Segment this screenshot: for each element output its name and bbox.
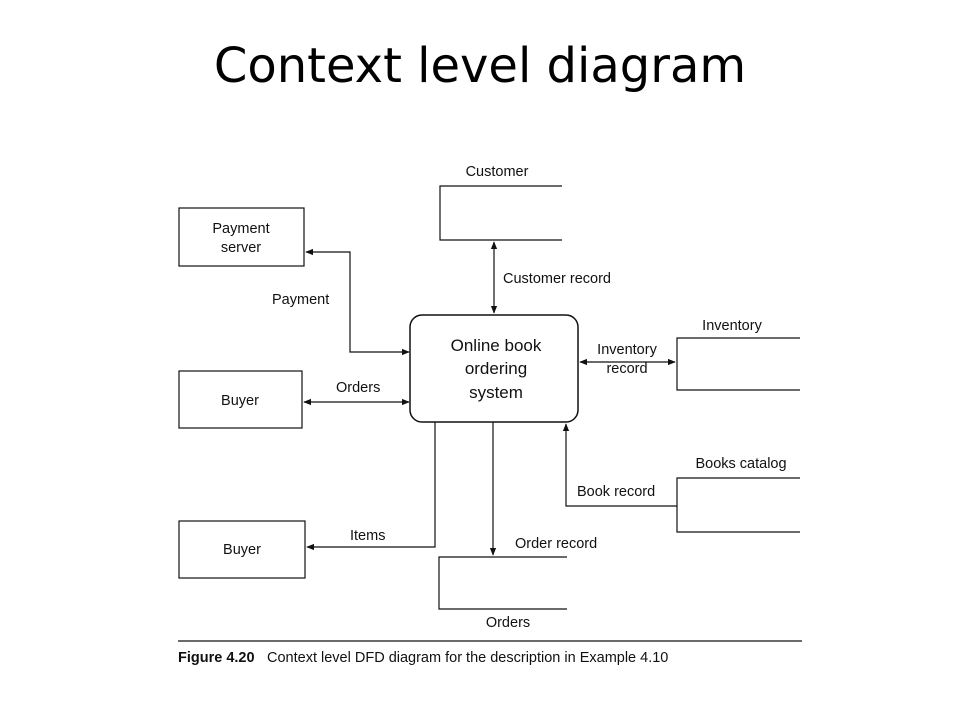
process-label-line-2: ordering [465, 359, 527, 378]
datastore-books-catalog-label: Books catalog [695, 456, 786, 472]
entity-buyer-items-label: Buyer [223, 542, 261, 558]
process-online-book-ordering: Online book ordering system [409, 314, 579, 423]
slide-title: Context level diagram [213, 38, 747, 94]
flow-orders: Orders [303, 380, 410, 406]
datastore-orders: Orders [438, 556, 567, 631]
entity-payment-server-line-2: server [221, 240, 261, 256]
datastore-customer-label: Customer [466, 164, 529, 180]
flow-book-record: Book record [562, 423, 677, 507]
datastore-books-catalog: Books catalog [676, 456, 800, 533]
entity-payment-server-line-1: Payment [212, 221, 269, 237]
caption-figure-label: Figure 4.20 [178, 650, 255, 666]
flow-payment: Payment [272, 248, 410, 356]
flow-order-record: Order record [489, 422, 597, 556]
datastore-customer: Customer [439, 164, 562, 241]
process-label-line-1: Online book [451, 336, 542, 355]
figure-caption: Figure 4.20 Context level DFD diagram fo… [178, 640, 802, 666]
flow-customer-record-label: Customer record [503, 271, 611, 287]
entity-buyer-items: Buyer [178, 520, 306, 579]
datastore-inventory-label: Inventory [702, 318, 762, 334]
flow-order-record-label: Order record [515, 536, 597, 552]
flow-inventory-record-line-1: Inventory [597, 342, 657, 358]
entity-buyer-orders: Buyer [178, 370, 303, 429]
flow-items-label: Items [350, 528, 385, 544]
flow-book-record-label: Book record [577, 484, 655, 500]
datastore-orders-label: Orders [486, 615, 530, 631]
flow-payment-label: Payment [272, 292, 329, 308]
datastore-inventory: Inventory [676, 318, 800, 391]
process-label-line-3: system [469, 383, 523, 402]
flow-inventory-record-line-2: record [606, 361, 647, 377]
flow-inventory-record: Inventory record [579, 342, 676, 377]
caption-description: Context level DFD diagram for the descri… [267, 650, 668, 666]
flow-items: Items [306, 422, 436, 551]
entity-buyer-orders-label: Buyer [221, 393, 259, 409]
flow-orders-label: Orders [336, 380, 380, 396]
caption-text: Figure 4.20 Context level DFD diagram fo… [178, 649, 668, 666]
flow-customer-record: Customer record [490, 241, 611, 314]
entity-payment-server: Payment server [178, 207, 305, 267]
